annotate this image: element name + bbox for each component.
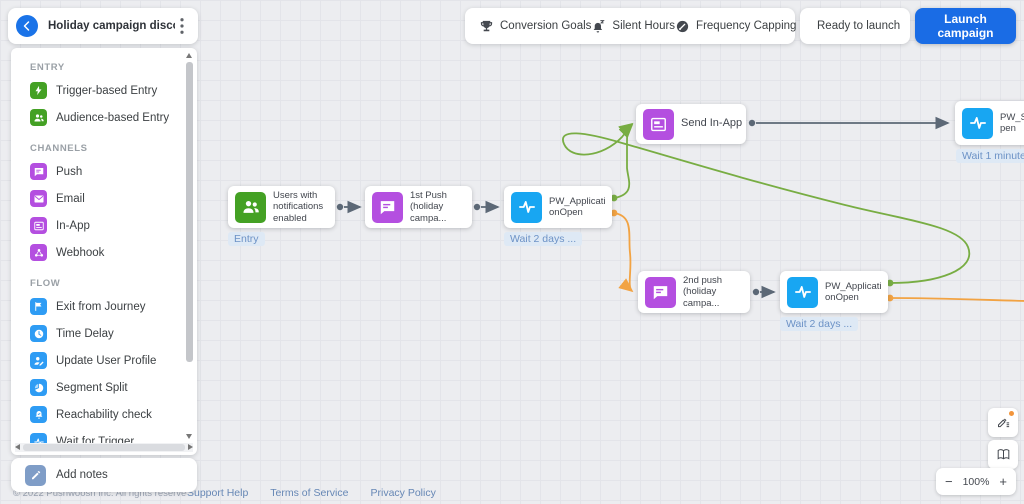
email-icon <box>30 190 47 207</box>
node-label: Send In-App <box>681 117 743 130</box>
audience-icon <box>30 109 47 126</box>
pulse-icon <box>511 191 542 223</box>
sidebar-item-update-user-profile[interactable]: Update User Profile <box>11 347 197 374</box>
zoom-in-button[interactable]: + <box>999 474 1007 489</box>
entry-badge: Entry <box>228 232 265 246</box>
bell-snooze-icon <box>594 19 606 32</box>
inapp-node[interactable]: Send In-App <box>636 104 746 144</box>
conversion-goals-label: Conversion Goals <box>500 20 592 32</box>
inapp-icon <box>643 108 674 140</box>
pencil-note-icon <box>25 464 46 486</box>
screen-badge: Wait 1 minute <box>956 149 1024 163</box>
audience-icon <box>235 191 266 223</box>
gauge-icon <box>676 20 689 32</box>
privacy-policy-link[interactable]: Privacy Policy <box>370 487 436 499</box>
sidebar-item-push[interactable]: Push <box>11 158 197 185</box>
push-icon <box>30 163 47 180</box>
copyright-text: © 2022 Pushwoosh Inc. All rights reserve… <box>13 487 187 499</box>
silent-hours-label: Silent Hours <box>612 20 676 32</box>
webhook-icon <box>30 244 47 261</box>
add-notes-label: Add notes <box>56 469 108 481</box>
scroll-down-arrow[interactable] <box>186 434 192 439</box>
silent-hours-button[interactable]: Silent Hours <box>591 19 675 34</box>
pulse-icon <box>787 276 818 308</box>
zoom-control: − 100% + <box>936 468 1016 495</box>
sidebar-item-audience-based-entry[interactable]: Audience-based Entry <box>11 104 197 131</box>
sidebar-item-exit-from-journey[interactable]: Exit from Journey <box>11 293 197 320</box>
notification-dot <box>1009 411 1014 416</box>
sidebar-item-webhook[interactable]: Webhook <box>11 239 197 266</box>
pencil-list-icon <box>997 418 1009 428</box>
node-label: PW_Scpen <box>1000 111 1024 134</box>
back-button[interactable] <box>16 15 38 37</box>
frequency-capping-label: Frequency Capping <box>696 20 797 32</box>
campaign-title: Holiday campaign discount <box>48 20 175 32</box>
scroll-left-arrow[interactable] <box>15 444 20 450</box>
trophy-icon <box>480 20 493 31</box>
scroll-up-arrow[interactable] <box>186 53 192 58</box>
horizontal-scroll-thumb[interactable] <box>23 444 185 451</box>
user-edit-icon <box>30 352 47 369</box>
wait1-badge: Wait 2 days ... <box>504 232 583 246</box>
book-icon <box>997 449 1009 460</box>
push-icon <box>645 276 676 308</box>
sidebar-item-email[interactable]: Email <box>11 185 197 212</box>
wait2-badge: Wait 2 days ... <box>780 317 859 331</box>
sidebar-item-segment-split[interactable]: Segment Split <box>11 374 197 401</box>
kebab-menu-button[interactable] <box>175 15 190 37</box>
notes-panel-button[interactable] <box>988 408 1018 437</box>
sidebar-item-trigger-based-entry[interactable]: Trigger-based Entry <box>11 77 197 104</box>
campaign-settings-toolbar: Conversion Goals Silent Hours Frequency … <box>465 8 796 44</box>
pulse-icon <box>962 107 993 139</box>
launch-campaign-button[interactable]: Launch campaign <box>915 8 1016 44</box>
inapp-icon <box>30 217 47 234</box>
ready-status-label: Ready to launch <box>817 20 901 32</box>
clock-icon <box>30 325 47 342</box>
section-title-channels: CHANNELS <box>30 143 88 154</box>
screen-node[interactable]: PW_Scpen <box>955 101 1024 145</box>
scroll-right-arrow[interactable] <box>188 444 193 450</box>
footer: © 2022 Pushwoosh Inc. All rights reserve… <box>13 487 458 499</box>
sidebar-horizontal-scrollbar[interactable] <box>15 443 193 452</box>
zoom-level: 100% <box>962 475 990 488</box>
segment-icon <box>30 379 47 396</box>
campaign-title-card: Holiday campaign discount <box>8 8 198 44</box>
elements-sidebar: ENTRY Trigger-based Entry Audience-based… <box>11 48 197 455</box>
sidebar-vertical-scrollbar[interactable] <box>185 53 194 439</box>
sidebar-item-time-delay[interactable]: Time Delay <box>11 320 197 347</box>
kebab-icon <box>180 18 184 34</box>
section-title-flow: FLOW <box>30 278 61 289</box>
zoom-out-button[interactable]: − <box>945 474 953 489</box>
sidebar-item-inapp[interactable]: In-App <box>11 212 197 239</box>
frequency-capping-button[interactable]: Frequency Capping <box>675 19 796 34</box>
support-help-link[interactable]: Support Help <box>187 487 249 499</box>
bell-check-icon <box>30 406 47 423</box>
push-icon <box>372 191 403 223</box>
lightning-icon <box>30 82 47 99</box>
vertical-scroll-thumb[interactable] <box>186 62 193 362</box>
conversion-goals-button[interactable]: Conversion Goals <box>479 19 591 34</box>
sidebar-item-reachability-check[interactable]: Reachability check <box>11 401 197 428</box>
flag-icon <box>30 298 47 315</box>
terms-of-service-link[interactable]: Terms of Service <box>270 487 349 499</box>
arrow-left-icon <box>23 21 30 31</box>
section-title-entry: ENTRY <box>30 62 65 73</box>
documentation-button[interactable] <box>988 440 1018 469</box>
add-notes-button[interactable]: Add notes <box>11 458 197 492</box>
ready-status: Ready to launch <box>800 8 910 44</box>
